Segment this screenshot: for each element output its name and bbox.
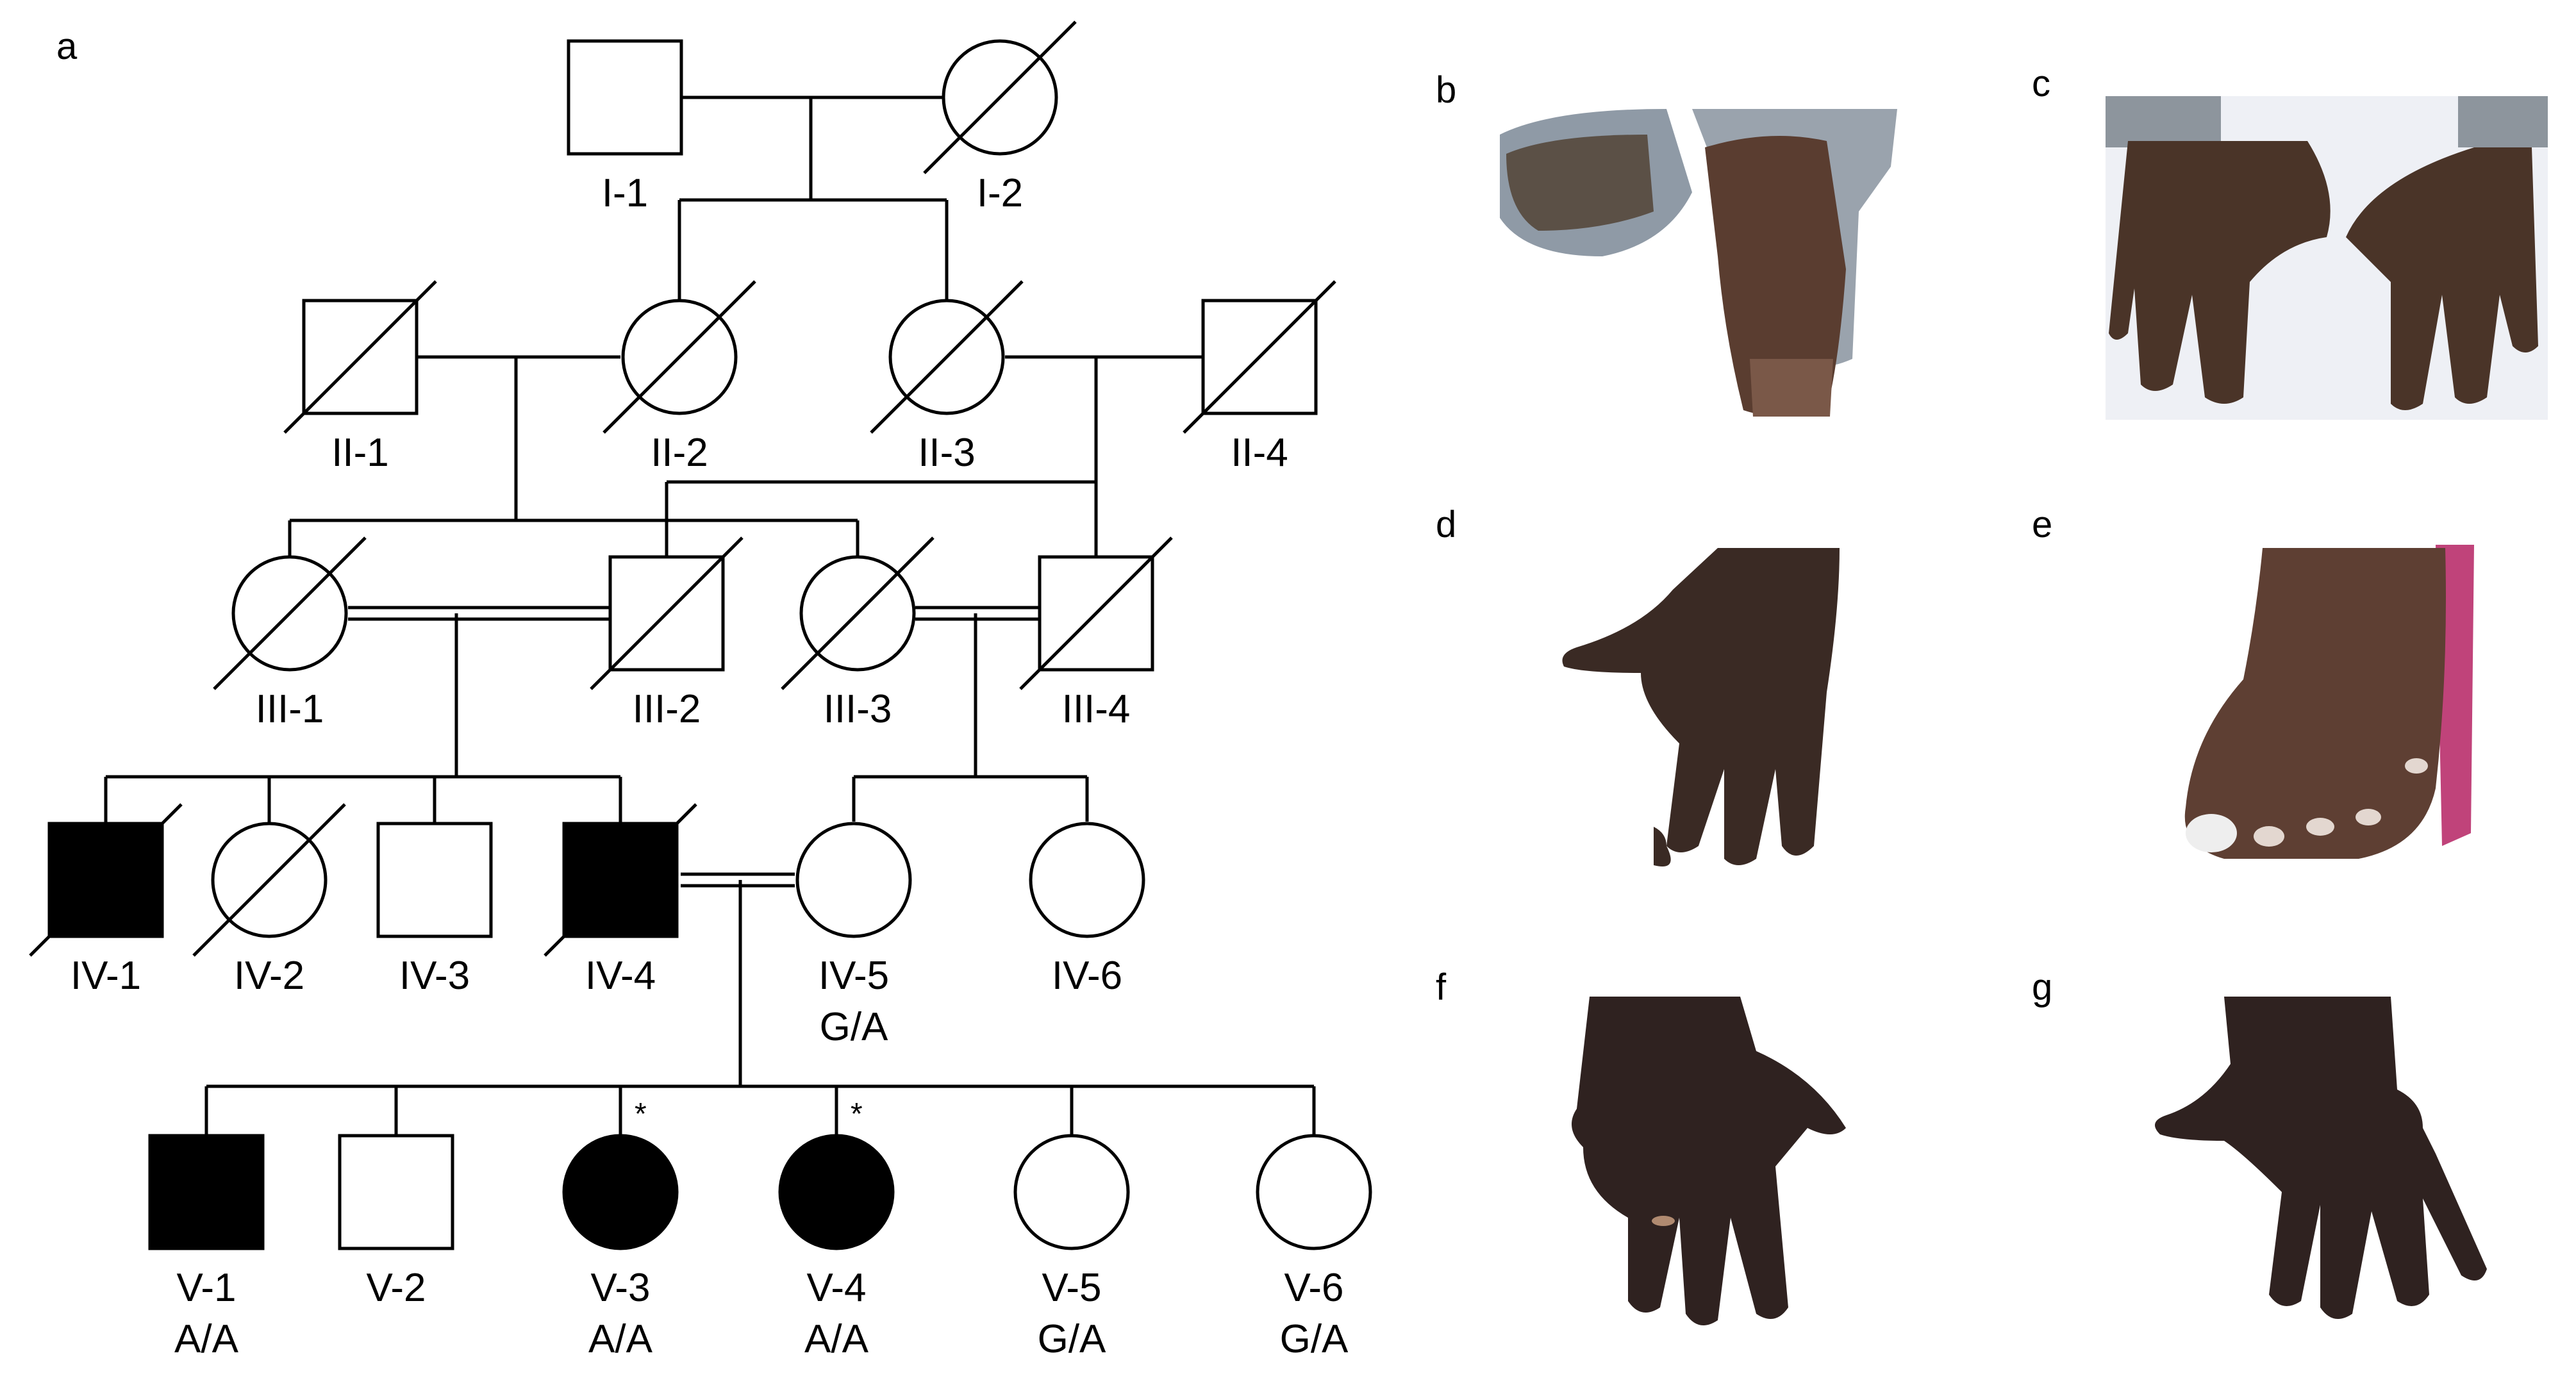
individual-II-3: [870, 280, 1024, 434]
male-symbol: [148, 1134, 265, 1250]
individual-III-3: [781, 536, 935, 690]
individual-V-2: [338, 1134, 454, 1250]
individual-id-label: I-2: [977, 171, 1023, 215]
genotype-label: A/A: [588, 1317, 653, 1361]
panel-label-d: d: [1436, 504, 1456, 545]
individual-id-label: V-3: [590, 1266, 650, 1310]
panel-label-a: a: [56, 26, 78, 67]
male-symbol: [567, 39, 683, 156]
photo-f-hand: [1572, 997, 1846, 1325]
deceased-slash: [192, 803, 346, 957]
deceased-slash: [870, 280, 1024, 434]
female-symbol: [795, 822, 912, 938]
individual-id-label: IV-2: [234, 954, 304, 998]
individual-III-4: [1019, 536, 1173, 690]
individual-IV-3: [376, 822, 493, 938]
individual-id-label: IV-3: [399, 954, 470, 998]
individual-III-1: [213, 536, 367, 690]
deceased-slash: [590, 536, 744, 690]
deceased-slash: [923, 21, 1077, 174]
individual-id-label: II-2: [651, 431, 708, 475]
individual-IV-5: [795, 822, 912, 938]
deceased-slash: [213, 536, 367, 690]
deceased-slash: [29, 803, 183, 957]
individual-id-label: III-1: [256, 687, 324, 731]
proband-marker: *: [635, 1097, 647, 1131]
photo-e-foot: [2184, 545, 2474, 859]
individual-id-label: III-3: [824, 687, 892, 731]
female-symbol: [562, 1134, 679, 1250]
individual-IV-6: [1029, 822, 1145, 938]
individual-IV-4: [544, 803, 697, 957]
photo-c-hands: [2106, 96, 2548, 420]
photo-g-hand: [2155, 997, 2487, 1319]
individual-III-2: [590, 536, 744, 690]
panel-label-g: g: [2032, 966, 2052, 1008]
deceased-slash: [1019, 536, 1173, 690]
individual-id-label: II-1: [331, 431, 389, 475]
male-symbol: [376, 822, 493, 938]
individual-id-label: III-4: [1062, 687, 1131, 731]
deceased-slash: [781, 536, 935, 690]
genotype-label: G/A: [1280, 1317, 1349, 1361]
genotype-label: G/A: [1038, 1317, 1106, 1361]
genotype-label: G/A: [820, 1005, 888, 1049]
individual-id-label: IV-6: [1052, 954, 1122, 998]
photo-panels: b c d e f g: [1436, 63, 2548, 1325]
pedigree-chart: a: [56, 26, 1316, 1140]
deceased-slash: [544, 803, 697, 957]
individual-IV-1: [29, 803, 183, 957]
panel-label-c: c: [2032, 63, 2050, 104]
female-symbol: [1029, 822, 1145, 938]
proband-marker: *: [851, 1097, 863, 1131]
photo-d-hand: [1562, 548, 1840, 866]
panel-label-f: f: [1436, 966, 1447, 1008]
individual-id-label: V-2: [366, 1266, 426, 1310]
individual-II-1: [283, 280, 437, 434]
individual-id-label: III-2: [633, 687, 701, 731]
female-symbol: [1256, 1134, 1372, 1250]
individual-id-label: V-5: [1042, 1266, 1101, 1310]
deceased-slash: [602, 280, 756, 434]
individual-II-2: [602, 280, 756, 434]
panel-label-e: e: [2032, 504, 2052, 545]
individual-id-label: I-1: [602, 171, 648, 215]
photo-b-feet: [1500, 109, 1897, 417]
genotype-label: A/A: [804, 1317, 869, 1361]
male-symbol: [338, 1134, 454, 1250]
pedigree-symbols: **: [29, 21, 1372, 1250]
individual-V-4: *: [778, 1097, 895, 1250]
individual-id-label: IV-1: [71, 954, 141, 998]
individual-V-5: [1013, 1134, 1130, 1250]
individual-id-label: IV-4: [585, 954, 656, 998]
individual-V-6: [1256, 1134, 1372, 1250]
individual-id-label: II-4: [1231, 431, 1288, 475]
individual-id-label: IV-5: [819, 954, 889, 998]
deceased-slash: [283, 280, 437, 434]
female-symbol: [778, 1134, 895, 1250]
genotype-label: A/A: [174, 1317, 239, 1361]
individual-V-1: [148, 1134, 265, 1250]
individual-id-label: V-4: [806, 1266, 866, 1310]
individual-I-2: [923, 21, 1077, 174]
individual-IV-2: [192, 803, 346, 957]
individual-V-3: *: [562, 1097, 679, 1250]
individual-id-label: V-6: [1284, 1266, 1343, 1310]
individual-II-4: [1183, 280, 1336, 434]
panel-label-b: b: [1436, 69, 1456, 111]
deceased-slash: [1183, 280, 1336, 434]
individual-id-label: II-3: [918, 431, 976, 475]
female-symbol: [1013, 1134, 1130, 1250]
individual-id-label: V-1: [176, 1266, 236, 1310]
individual-I-1: [567, 39, 683, 156]
